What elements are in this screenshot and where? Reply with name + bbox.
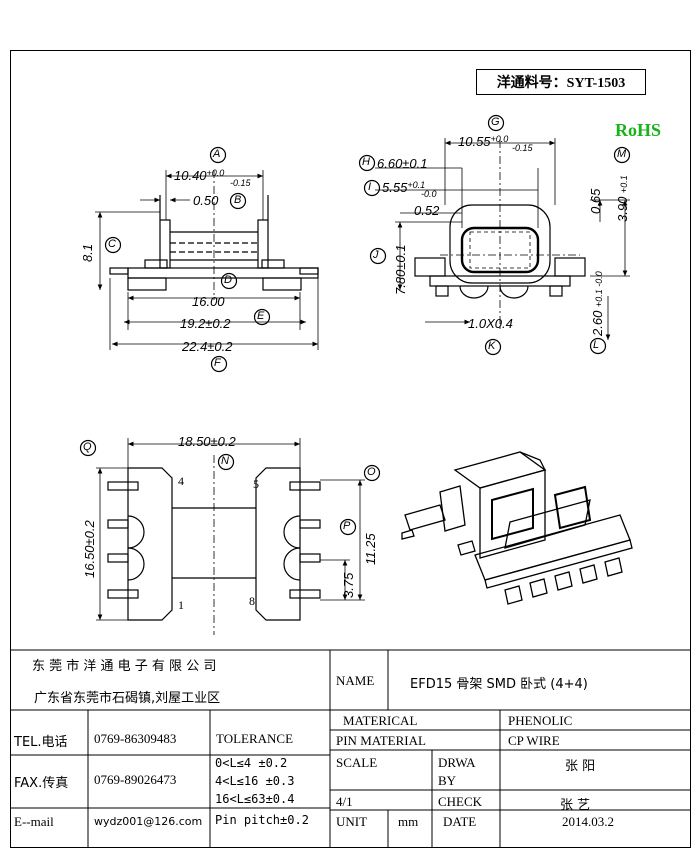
check-label: CHECK xyxy=(438,794,483,809)
scale-value: 4/1 xyxy=(336,794,353,809)
dim-l: 2.60 +0.1 -0.0 xyxy=(590,271,605,336)
name-label: NAME xyxy=(336,673,375,688)
tel-label: TEL.电话 xyxy=(14,735,68,750)
dim-k: 1.0X0.4 xyxy=(468,316,513,331)
dim-j: 7.80±0.1 xyxy=(393,244,408,295)
pin-material-label: PIN MATERIAL xyxy=(336,733,426,748)
label-g: G xyxy=(491,116,500,128)
dim-m: 3.90 +0.1 xyxy=(615,175,630,222)
dim-g-tol: -0.15 xyxy=(512,143,533,153)
pin-1-label: 1 xyxy=(178,598,184,612)
drawn-by-value: 张 阳 xyxy=(565,759,596,774)
label-d: D xyxy=(224,274,232,286)
drawn-by-label-1: DRWA xyxy=(438,755,476,770)
pin-8-label: 8 xyxy=(249,594,255,608)
part-number: 洋通料号：SYT-1503 xyxy=(496,76,626,91)
dim-a: 10.40+0.0 xyxy=(174,168,225,183)
dim-i: 5.55+0.1 xyxy=(382,180,426,195)
label-k: K xyxy=(488,340,496,352)
label-e: E xyxy=(257,310,265,322)
fax-label: FAX.传真 xyxy=(14,776,69,791)
fax-value: 0769-89026473 xyxy=(94,772,177,787)
label-l: L xyxy=(593,339,600,351)
dim-c: 8.1 xyxy=(80,243,95,262)
dim-p2: 3.75 xyxy=(341,572,356,598)
tolerance-4: Pin pitch±0.2 xyxy=(215,813,309,827)
dim-d: 16.00 xyxy=(192,294,225,309)
email-label: E--mail xyxy=(14,814,54,829)
company-address: 广东省东莞市石碣镇,刘屋工业区 xyxy=(34,691,221,706)
dim-b: 0.50 xyxy=(193,193,219,208)
label-q: Q xyxy=(83,441,92,453)
tolerance-3: 16<L≤63±0.4 xyxy=(215,792,295,806)
label-a: A xyxy=(213,148,221,160)
bottom-view xyxy=(79,438,381,635)
dim-h065: 0.65 xyxy=(588,188,603,214)
drawing-frame xyxy=(10,50,691,848)
dim-h: 6.60±0.1 xyxy=(377,156,428,171)
check-value: 张 艺 xyxy=(560,798,591,813)
dim-n: 18.50±0.2 xyxy=(178,434,236,449)
side-view xyxy=(358,114,631,356)
title-block-grid xyxy=(10,649,690,848)
dim-i-tol: -0.0 xyxy=(421,189,437,199)
pin-material-value: CP WIRE xyxy=(508,733,560,748)
tolerance-1: 0<L≤4 ±0.2 xyxy=(215,756,288,770)
material-value: PHENOLIC xyxy=(508,713,573,728)
dim-a-tol: -0.15 xyxy=(230,178,251,188)
front-view xyxy=(95,146,319,373)
dim-g: 10.55+0.0 xyxy=(458,134,509,149)
scale-label: SCALE xyxy=(336,755,378,770)
label-c: C xyxy=(108,238,116,250)
tel-value: 0769-86309483 xyxy=(94,731,177,746)
dim-q: 16.50±0.2 xyxy=(82,520,97,578)
tolerance-2: 4<L≤16 ±0.3 xyxy=(215,774,295,788)
pin-5-label: 5 xyxy=(253,477,259,491)
company-name: 东 莞 市 洋 通 电 子 有 限 公 司 xyxy=(32,659,217,674)
pin-4-label: 4 xyxy=(178,474,184,488)
unit-label: UNIT xyxy=(336,814,368,829)
isometric-view xyxy=(401,451,633,605)
label-m: M xyxy=(617,148,627,160)
email-value: wydz001@126.com xyxy=(94,815,203,828)
part-number-box: 洋通料号：SYT-1503 xyxy=(476,69,646,95)
label-o: O xyxy=(367,466,376,478)
material-label: MATERICAL xyxy=(343,713,418,728)
dim-f: 22.4±0.2 xyxy=(182,339,233,354)
label-n: N xyxy=(221,455,229,467)
dim-p: 11.25 xyxy=(363,533,378,565)
label-p: P xyxy=(343,520,351,532)
name-value: EFD15 骨架 SMD 卧式 (4+4) xyxy=(410,677,588,692)
label-b: B xyxy=(234,194,242,206)
dim-gap: 0.52 xyxy=(414,203,440,218)
label-f: F xyxy=(214,357,221,369)
date-value: 2014.03.2 xyxy=(562,814,614,829)
rohs-mark: RoHS xyxy=(615,120,662,140)
drawn-by-label-2: BY xyxy=(438,773,457,788)
label-h: H xyxy=(362,156,370,168)
unit-value: mm xyxy=(398,814,419,829)
label-j: J xyxy=(373,249,379,261)
tolerance-label: TOLERANCE xyxy=(216,731,294,746)
dim-e: 19.2±0.2 xyxy=(180,316,231,331)
date-label: DATE xyxy=(443,814,477,829)
label-i: I xyxy=(368,181,372,193)
